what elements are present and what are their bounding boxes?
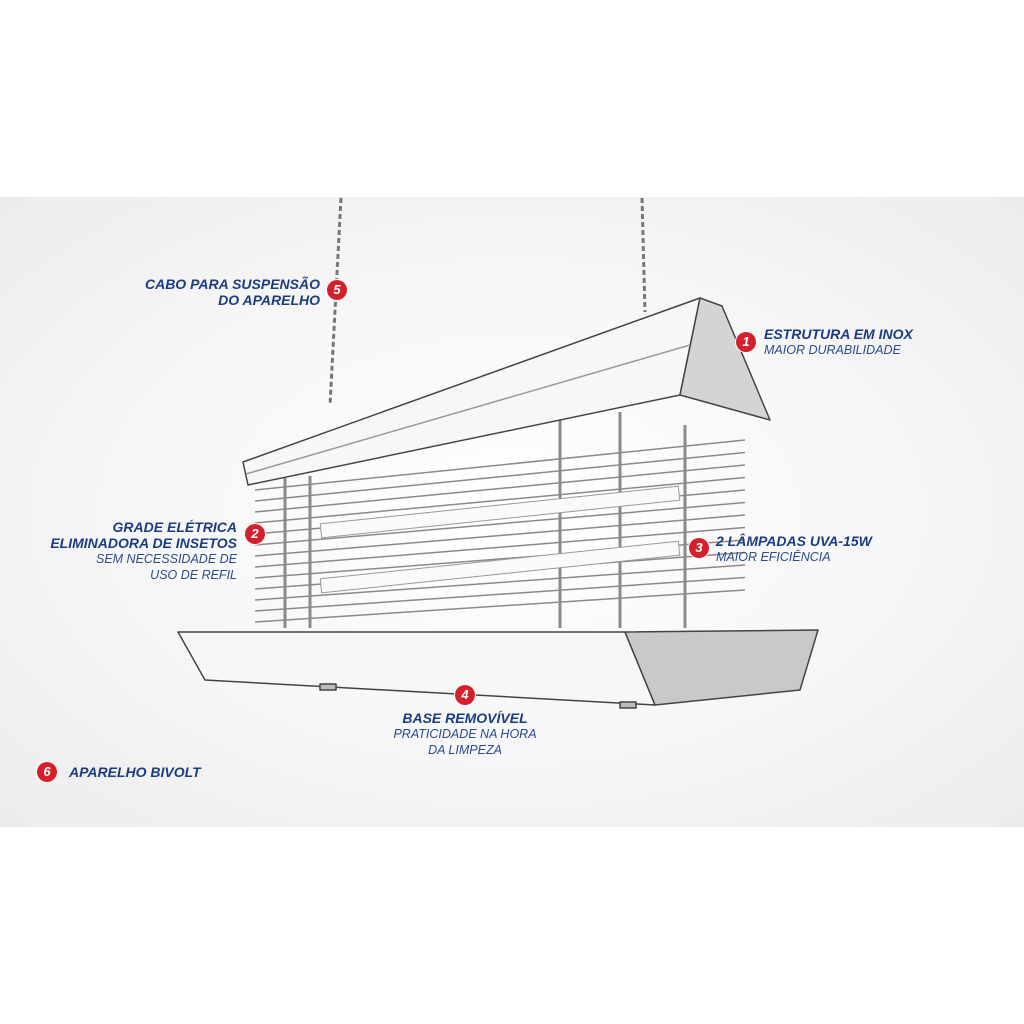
badge-6: 6: [37, 762, 57, 782]
callout-subtitle: DA LIMPEZA: [428, 743, 502, 757]
badge-2: 2: [245, 524, 265, 544]
top-hood: [242, 297, 771, 486]
callout-bivolt: APARELHO BIVOLT: [69, 764, 269, 780]
callout-suspension-cable: CABO PARA SUSPENSÃO DO APARELHO: [120, 276, 320, 308]
grid-bar: [254, 526, 746, 568]
callout-title: APARELHO BIVOLT: [69, 764, 201, 780]
callout-title: ESTRUTURA EM INOX: [764, 326, 913, 342]
grid-bar: [254, 464, 746, 513]
grid-bar: [254, 576, 746, 612]
callout-title: DO APARELHO: [218, 292, 320, 308]
lamps: [319, 485, 681, 594]
grid-bar: [254, 439, 746, 491]
grid-bar: [254, 451, 746, 502]
callout-subtitle: USO DE REFIL: [150, 568, 237, 582]
callout-subtitle: PRATICIDADE NA HORA: [393, 727, 537, 741]
badge-5: 5: [327, 280, 347, 300]
callout-title: ELIMINADORA DE INSETOS: [50, 535, 237, 551]
callout-subtitle: MAIOR DURABILIDADE: [764, 343, 901, 357]
callout-title: CABO PARA SUSPENSÃO: [144, 276, 320, 292]
badge-1: 1: [736, 332, 756, 352]
right-chain: [640, 197, 647, 313]
grid-bar: [254, 501, 746, 546]
grid-bar: [254, 589, 746, 623]
callout-stainless-structure: ESTRUTURA EM INOX MAIOR DURABILIDADE: [764, 326, 1004, 358]
callout-electric-grid: GRADE ELÉTRICA ELIMINADORA DE INSETOS SE…: [20, 519, 237, 583]
grid-bar: [254, 564, 746, 601]
badge-4: 4: [455, 685, 475, 705]
callout-title: GRADE ELÉTRICA: [112, 519, 237, 535]
left-chain: [328, 197, 343, 406]
callout-title: 2 LÂMPADAS UVA-15W: [716, 533, 872, 549]
grid-bar: [254, 476, 746, 524]
chains: [328, 197, 647, 406]
callout-title: BASE REMOVÍVEL: [402, 710, 528, 726]
base-tray: [177, 629, 819, 709]
callout-subtitle: MAIOR EFICIÊNCIA: [716, 550, 831, 564]
callout-subtitle: SEM NECESSIDADE DE: [95, 552, 237, 566]
badge-3: 3: [689, 538, 709, 558]
callout-uva-lamps: 2 LÂMPADAS UVA-15W MAIOR EFICIÊNCIA: [716, 533, 956, 565]
grid-bar: [254, 514, 746, 557]
callout-removable-base: BASE REMOVÍVEL PRATICIDADE NA HORA DA LI…: [365, 710, 565, 758]
